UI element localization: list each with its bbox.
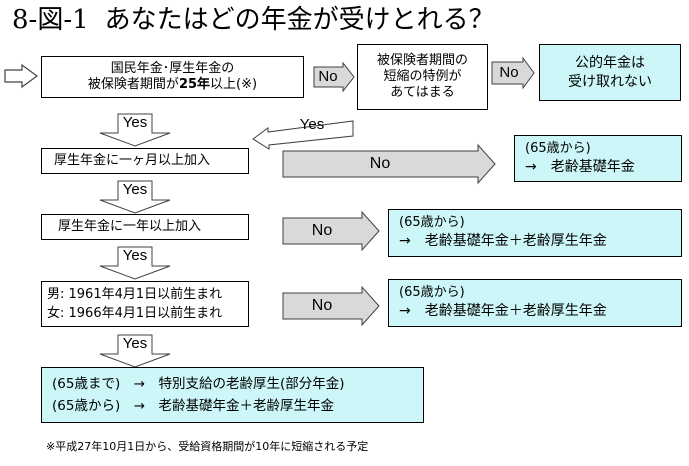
r4-line1: (65歳から) <box>399 285 465 300</box>
result-basic-and-employee-pension-1: (65歳から) → 老齢基礎年金＋老齢厚生年金 <box>388 209 682 257</box>
no-label-q1: No <box>318 68 338 85</box>
no-label-q4: No <box>311 297 333 314</box>
r-none-line2: 受け取れない <box>568 73 652 90</box>
q1b-line3: あてはまる <box>390 85 455 100</box>
q1b-line2: 短縮の特例が <box>383 69 462 84</box>
question-25-years: 国民年金･厚生年金の 被保険者期間が25年以上(※) <box>41 56 304 98</box>
yes-label-3: Yes <box>122 247 148 264</box>
q3-text: 厚生年金に一年以上加入 <box>58 219 202 234</box>
no-arrow-q1 <box>313 61 355 93</box>
r3-line1: (65歳から) <box>399 215 465 230</box>
yes-back-arrow <box>252 120 354 150</box>
q1-line1: 国民年金･厚生年金の <box>110 61 235 76</box>
final-line2: (65歳から) → 老齢基礎年金＋老齢厚生年金 <box>52 398 335 414</box>
q1b-line1: 被保険者期間の <box>376 53 468 68</box>
yes-down-arrow-2 <box>99 180 171 214</box>
title-text: あなたはどの年金が受けとれる？ <box>104 5 495 35</box>
no-arrow-q4 <box>282 285 380 327</box>
question-special-case: 被保険者期間の 短縮の特例が あてはまる <box>357 44 488 110</box>
footnote: ※平成27年10月1日から、受給資格期間が10年に短縮される予定 <box>46 440 369 453</box>
figure-number: 8-図-1 <box>12 5 89 35</box>
result-basic-and-employee-pension-2: (65歳から) → 老齢基礎年金＋老齢厚生年金 <box>388 279 682 327</box>
r2-line1: (65歳から) <box>525 141 591 156</box>
result-special-pension: (65歳まで) → 特別支給の老齢厚生(部分年金) (65歳から) → 老齢基礎… <box>41 367 424 423</box>
yes-label-back: Yes <box>299 116 325 133</box>
q2-text: 厚生年金に一ヶ月以上加入 <box>54 153 211 168</box>
yes-label-4: Yes <box>122 335 148 352</box>
yes-down-arrow-4 <box>99 334 171 368</box>
no-label-q2: No <box>369 155 391 172</box>
no-label-q1b: No <box>499 64 519 81</box>
q1-line2: 被保険者期間が25年以上(※) <box>87 77 258 92</box>
no-label-q3: No <box>311 222 333 239</box>
yes-down-arrow-1 <box>99 113 171 147</box>
entry-arrow <box>4 63 39 89</box>
yes-down-arrow-3 <box>99 246 171 280</box>
no-arrow-q1b <box>491 56 535 90</box>
q4-line1: 男: 1961年4月1日以前生まれ <box>47 287 223 302</box>
no-arrow-q2 <box>282 143 496 185</box>
yes-label-2: Yes <box>122 181 148 198</box>
result-no-pension: 公的年金は 受け取れない <box>539 44 681 101</box>
r2-line2: → 老齢基礎年金 <box>525 159 635 175</box>
question-one-month: 厚生年金に一ヶ月以上加入 <box>41 148 249 174</box>
r3-line2: → 老齢基礎年金＋老齢厚生年金 <box>399 233 607 249</box>
question-birth-date: 男: 1961年4月1日以前生まれ 女: 1966年4月1日以前生まれ <box>41 281 249 327</box>
result-basic-pension: (65歳から) → 老齢基礎年金 <box>514 135 682 182</box>
r-none-line1: 公的年金は <box>575 54 645 71</box>
no-arrow-q3 <box>282 210 380 252</box>
page-title: 8-図-1 あなたはどの年金が受けとれる？ <box>12 4 495 36</box>
yes-label-1: Yes <box>122 114 148 131</box>
q4-line2: 女: 1966年4月1日以前生まれ <box>47 306 223 321</box>
question-one-year: 厚生年金に一年以上加入 <box>41 214 249 240</box>
r4-line2: → 老齢基礎年金＋老齢厚生年金 <box>399 303 607 319</box>
final-line1: (65歳まで) → 特別支給の老齢厚生(部分年金) <box>52 376 345 392</box>
